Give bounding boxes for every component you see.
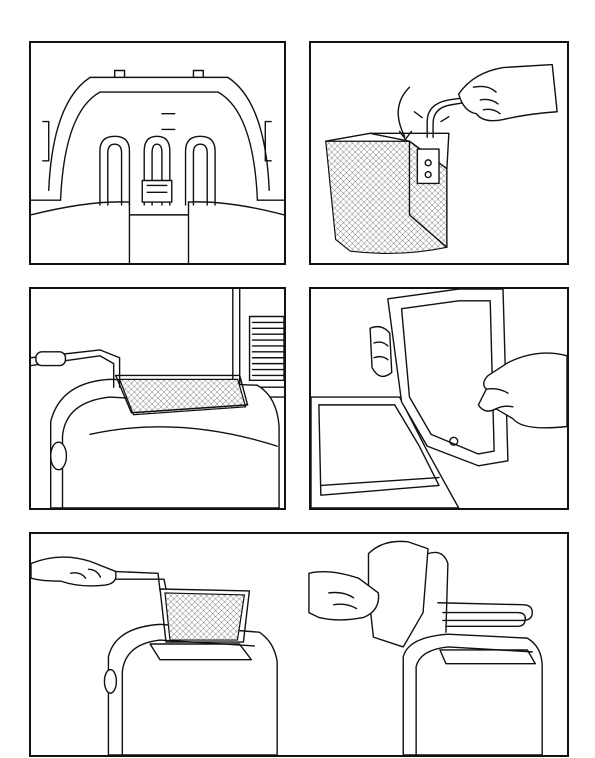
illustration-basket-in-fryer	[29, 287, 286, 510]
lid-removal-drawing	[311, 289, 567, 508]
vent-grille	[250, 316, 284, 380]
lift-basket-drawing	[31, 534, 567, 755]
attach-handle-drawing	[311, 43, 567, 263]
illustration-lid-removal	[309, 287, 569, 510]
illustration-attach-handle	[309, 41, 569, 265]
basket-in-fryer-drawing	[31, 289, 284, 508]
illustration-lift-basket-remove-element	[29, 532, 569, 757]
illustration-fryer-interior	[29, 41, 286, 265]
fryer-interior-drawing	[31, 43, 284, 263]
